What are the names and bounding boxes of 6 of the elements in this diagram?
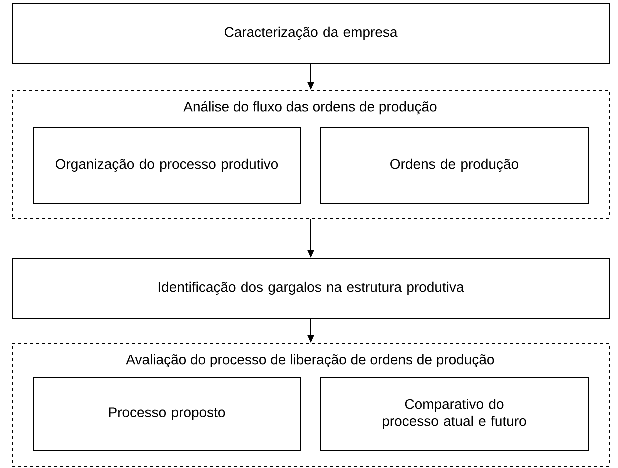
process-box: Identificação dos gargalos na estrutura produtiva [12, 258, 610, 319]
process-box: Comparativo do processo atual e futuro [320, 376, 589, 451]
process-box: Ordens de produção [320, 127, 589, 204]
process-box: Organização do processo produtivo [33, 127, 301, 204]
process-box: Processo proposto [33, 376, 301, 451]
process-box: Caracterização da empresa [12, 3, 610, 64]
